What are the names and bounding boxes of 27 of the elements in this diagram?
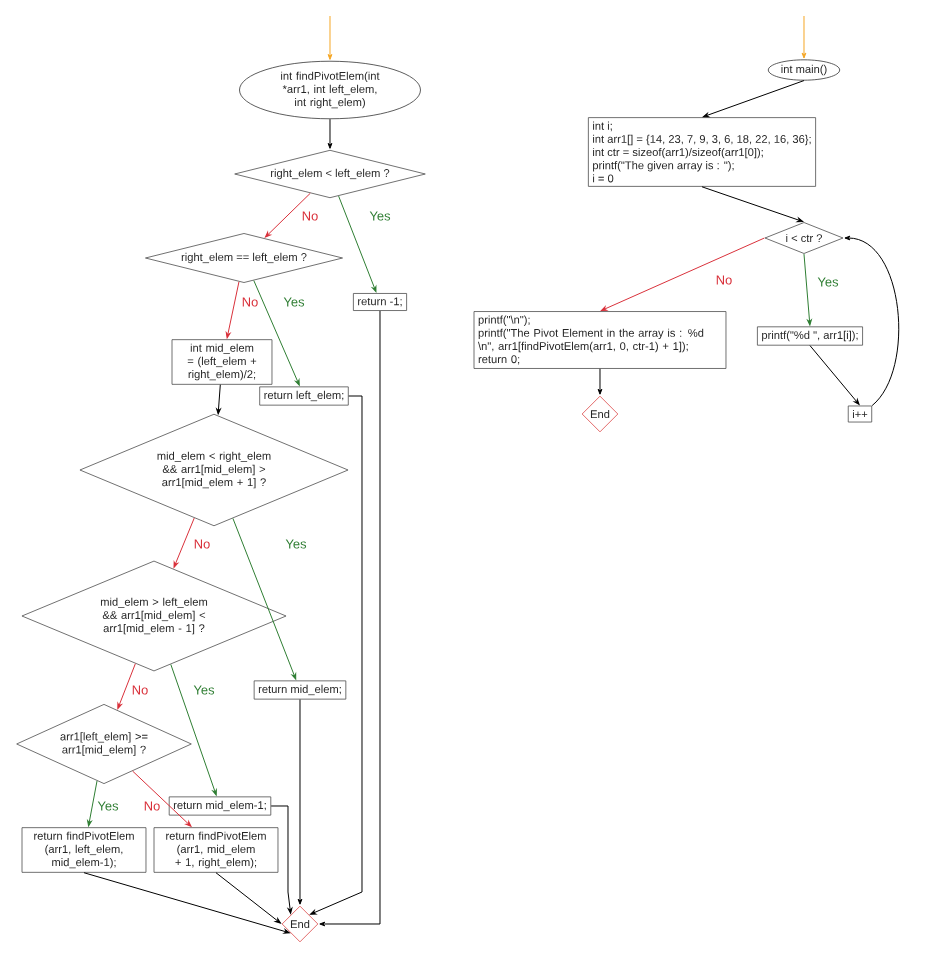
arrow: [225, 281, 240, 339]
arrow: [270, 805, 293, 914]
arrow: [117, 663, 136, 710]
arrow: [310, 395, 363, 915]
arrow: [702, 80, 805, 118]
arrow: [253, 280, 300, 386]
arrow: [132, 770, 192, 827]
arrow: [83, 872, 290, 934]
arrow: [87, 780, 98, 827]
start-arrow: [327, 15, 333, 60]
arrow: [701, 186, 804, 223]
arrow: [600, 237, 765, 312]
arrow: [170, 663, 217, 796]
arrow: [215, 872, 281, 924]
arrow: [264, 192, 311, 238]
arrow: [803, 253, 812, 326]
arrow: [844, 235, 900, 407]
arrow: [319, 310, 381, 927]
start-arrow: [801, 15, 807, 59]
arrow: [597, 368, 603, 395]
arrow: [338, 195, 377, 293]
arrow: [173, 517, 195, 568]
arrow: [809, 345, 860, 405]
arrow: [297, 699, 303, 905]
arrow: [327, 118, 333, 149]
arrow: [232, 517, 297, 680]
arrow: [216, 384, 221, 415]
